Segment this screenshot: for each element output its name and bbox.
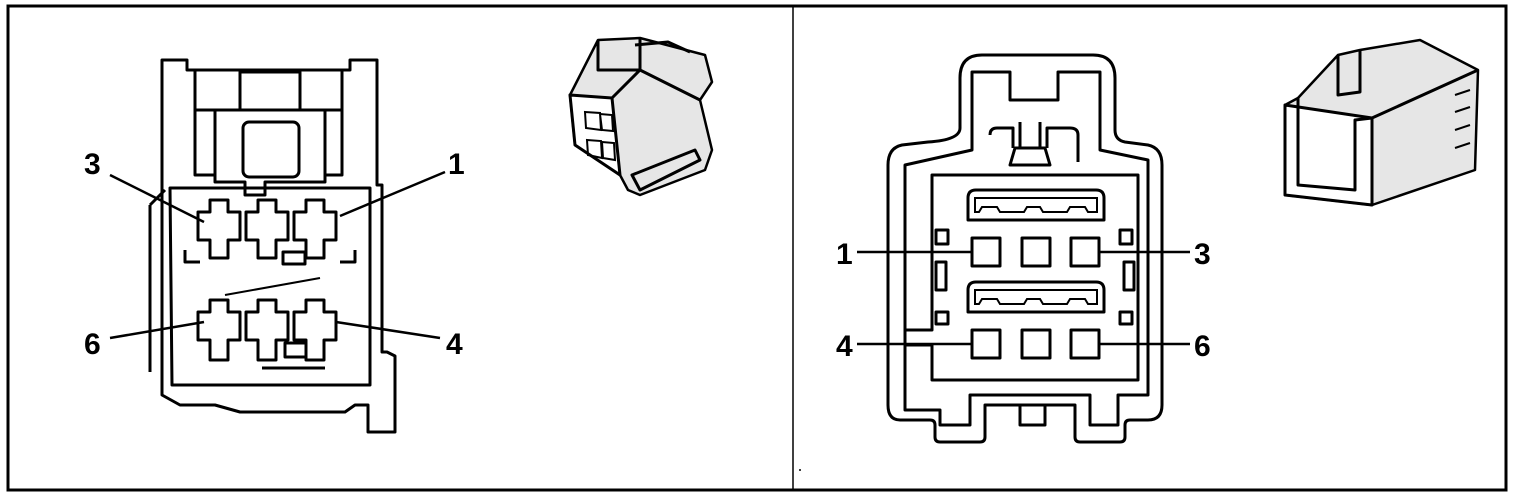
- top-latch-posts: [193, 70, 344, 110]
- right-connector-thumbnail: [1283, 38, 1480, 207]
- bottom-key: [1018, 403, 1047, 427]
- terminal-cavity: [1020, 328, 1052, 360]
- side-slot: [934, 310, 950, 326]
- side-slot: [1118, 310, 1134, 326]
- upper-lock-bar: [966, 188, 1106, 222]
- terminal-cavity: [292, 298, 338, 362]
- pin-label-bottom-left: 6: [84, 328, 101, 361]
- terminal-cavity: [196, 298, 242, 362]
- terminal-cavity: [970, 236, 1002, 268]
- right-connector-face: 1 3 4 6: [836, 53, 1211, 444]
- leader-pin-3: [109, 173, 205, 224]
- pin-label-top-left: 1: [836, 238, 853, 271]
- thumb-face: [1283, 103, 1374, 207]
- inner-cavity: [168, 186, 372, 387]
- lower-lock-teeth: [974, 289, 1098, 305]
- left-connector-thumbnail: [568, 36, 714, 197]
- thumb-face: [568, 93, 622, 177]
- thumb-cavities: [583, 110, 617, 162]
- cavity-ribs: [183, 250, 357, 264]
- side-slot: [934, 260, 948, 292]
- housing-inner-lip: [903, 70, 1150, 427]
- side-slot: [1122, 260, 1136, 292]
- terminal-cavity: [196, 198, 242, 260]
- pin-label-bottom-left: 4: [836, 330, 853, 363]
- terminal-cavity: [1020, 236, 1052, 268]
- pin-label-bottom-right: 4: [446, 328, 463, 361]
- terminal-cavity: [970, 328, 1002, 360]
- diagram-frame: [6, 4, 1508, 492]
- key-slot: [241, 120, 301, 179]
- leader-pin-6: [109, 320, 205, 340]
- thumb-ribs: [1454, 89, 1471, 149]
- leader-pin-1: [339, 170, 446, 218]
- cavity-divider: [224, 277, 321, 296]
- terminal-cavities: [196, 198, 338, 362]
- upper-lock-teeth: [974, 197, 1098, 213]
- lower-lock-bar: [966, 280, 1106, 314]
- terminal-cavity: [292, 198, 338, 260]
- left-connector-face: 3 1 6 4: [84, 58, 465, 434]
- leader-pin-4: [335, 320, 441, 340]
- stray-dot: [799, 469, 801, 471]
- thumb-edges: [1296, 50, 1479, 192]
- key-tab-frame: [988, 126, 1080, 162]
- thumb-latch: [634, 40, 691, 54]
- thumb-lock-tab: [630, 148, 702, 192]
- pin-label-top-right: 1: [448, 148, 465, 181]
- terminal-cavity: [244, 298, 290, 362]
- side-slot: [1118, 228, 1134, 246]
- pin-label-top-left: 3: [84, 148, 101, 181]
- side-slot: [934, 228, 950, 246]
- terminal-cavity: [244, 198, 290, 260]
- pin-label-top-right: 3: [1194, 238, 1211, 271]
- key-tab: [1008, 122, 1052, 167]
- thumb-edges: [596, 38, 701, 102]
- pin-label-bottom-right: 6: [1194, 330, 1211, 363]
- terminal-cavity: [1069, 328, 1101, 360]
- terminal-cavity: [1069, 236, 1101, 268]
